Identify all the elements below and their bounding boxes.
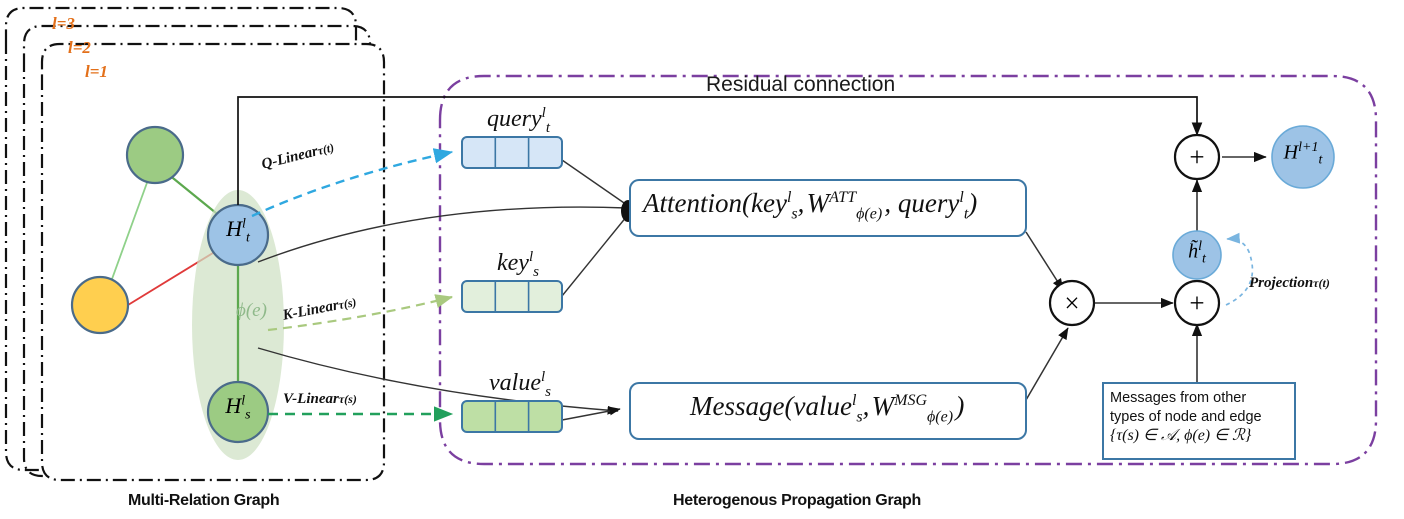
times-operator[interactable] xyxy=(1048,279,1096,327)
projection-label: Projectionτ(t) xyxy=(1249,275,1330,292)
key-vector-label: keyls xyxy=(497,249,539,280)
other-messages-line2: types of node and edge xyxy=(1110,408,1262,425)
message-box[interactable] xyxy=(629,382,1027,440)
node-green-top[interactable] xyxy=(125,125,185,185)
residual-connection-path xyxy=(237,96,1203,205)
value-vector[interactable] xyxy=(461,400,563,433)
times-glyph: × xyxy=(1050,281,1094,325)
node-target-ht-label: Hlt xyxy=(226,216,250,246)
attention-box[interactable] xyxy=(629,179,1027,237)
layer-tag-l3: l=3 xyxy=(52,14,75,33)
query-vector[interactable] xyxy=(461,136,563,169)
edge-type-label: ϕ(e) xyxy=(236,300,267,321)
connector-key-attention xyxy=(561,215,628,297)
plus-residual-operator[interactable] xyxy=(1173,133,1221,181)
key-vector[interactable] xyxy=(461,280,563,313)
layer-tag-l2: l=2 xyxy=(68,38,91,57)
node-output-ht-label: Hl+1t xyxy=(1283,140,1323,168)
v-linear-text: V-Linear xyxy=(283,391,339,407)
plus-icon-2: + xyxy=(1189,287,1205,318)
projection-sub: τ(t) xyxy=(1313,276,1330,290)
q-linear-sub: τ(t) xyxy=(315,140,336,158)
attention-formula: Attention(keyls, WATTϕ(e) , querylt) xyxy=(643,188,978,223)
connector-value-message xyxy=(561,406,621,421)
node-h-tilde-label: h̃lt xyxy=(1188,239,1206,267)
right-panel-caption: Heterogenous Propagation Graph xyxy=(673,492,921,509)
node-source-hs-label: Hls xyxy=(225,393,251,423)
connector-hs-message xyxy=(257,347,619,415)
k-linear-sub: τ(s) xyxy=(337,294,358,313)
plus-icon: + xyxy=(1189,141,1205,172)
q-linear-arrow xyxy=(251,148,454,218)
other-messages-line1: Messages from other xyxy=(1110,390,1247,406)
v-linear-label: V-Linearτ(s) xyxy=(283,391,357,408)
node-source-hs[interactable] xyxy=(206,380,270,444)
plus-aggregate-operator[interactable] xyxy=(1173,279,1221,327)
connector-query-attention xyxy=(561,159,628,206)
connector-attention-times xyxy=(1025,231,1064,291)
left-panel-caption: Multi-Relation Graph xyxy=(128,492,280,509)
layer-tag-l1: l=1 xyxy=(85,62,108,81)
query-vector-label: querylt xyxy=(487,105,550,136)
right-panel-frame xyxy=(438,74,1378,466)
connector-ht-attention xyxy=(257,206,628,263)
multiply-icon: × xyxy=(1064,287,1080,318)
projection-arrow xyxy=(1225,232,1254,306)
value-vector-label: valuels xyxy=(489,369,551,400)
other-messages-box[interactable] xyxy=(1102,382,1296,460)
plus-residual-glyph: + xyxy=(1175,135,1219,179)
other-messages-text: Messages from other types of node and ed… xyxy=(1110,389,1292,447)
other-messages-line3: {τ(s) ∈ 𝒜, ϕ(e) ∈ ℛ} xyxy=(1110,427,1252,445)
projection-text: Projection xyxy=(1249,275,1314,291)
message-formula: Message(valuels, WMSGϕ(e) ) xyxy=(690,391,965,426)
k-linear-arrow xyxy=(267,294,454,332)
connector-message-times xyxy=(1025,327,1069,401)
node-h-tilde[interactable] xyxy=(1172,230,1222,280)
plus-aggregate-glyph: + xyxy=(1175,281,1219,325)
v-linear-sub: τ(s) xyxy=(338,392,357,406)
node-yellow[interactable] xyxy=(70,275,130,335)
node-output-ht[interactable] xyxy=(1271,125,1335,189)
residual-connection-label: Residual connection xyxy=(706,73,896,96)
